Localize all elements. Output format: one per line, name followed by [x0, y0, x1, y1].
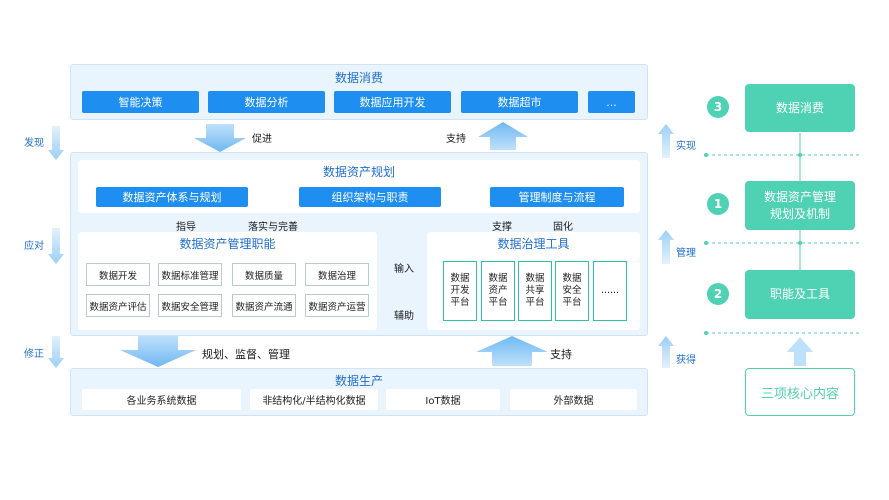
production-item[interactable]: 外部数据	[510, 389, 637, 410]
assist-label: 辅助	[394, 311, 414, 322]
support-link-label: 支撑	[492, 222, 512, 233]
tools-title: 数据治理工具	[497, 237, 570, 251]
realize-arrow	[658, 124, 674, 158]
respond-label: 应对	[24, 241, 44, 252]
solidify-label: 固化	[553, 222, 573, 233]
platform-dev[interactable]: 数据 开发 平台	[443, 261, 477, 321]
discover-arrow	[48, 126, 64, 160]
support-label-top: 支持	[446, 134, 466, 145]
support-arrow-bottom	[476, 336, 548, 366]
consumption-item-app-dev[interactable]: 数据应用开发	[334, 91, 451, 113]
production-title: 数据生产	[334, 374, 383, 388]
duty-item[interactable]: 数据资产评估	[86, 294, 150, 317]
platform-more[interactable]: ......	[593, 261, 627, 321]
realize-label: 实现	[676, 141, 696, 152]
duty-item[interactable]: 数据开发	[86, 263, 150, 286]
duty-title: 数据资产管理职能	[179, 237, 276, 251]
step-2-badge: 2	[707, 283, 729, 305]
step-1-badge: 1	[707, 193, 729, 215]
duty-item[interactable]: 数据资产运营	[305, 294, 369, 317]
core-content-box[interactable]: 三项核心内容	[745, 368, 855, 416]
function-tools-box[interactable]: 职能及工具	[745, 270, 855, 319]
planning-item-organization[interactable]: 组织架构与职责	[299, 187, 441, 207]
consumption-item-more[interactable]: ...	[588, 91, 635, 113]
consumption-item-analysis[interactable]: 数据分析	[208, 91, 325, 113]
manage-arrow	[658, 230, 674, 264]
guide-label: 指导	[176, 222, 196, 233]
platform-asset[interactable]: 数据 资产 平台	[481, 261, 515, 321]
manage-label: 管理	[676, 248, 696, 259]
step-3-badge: 3	[707, 96, 729, 118]
support-label-bottom: 支持	[550, 348, 572, 361]
planning-title: 数据资产规划	[322, 165, 395, 179]
obtain-label: 获得	[676, 355, 696, 366]
discover-label: 发现	[24, 138, 44, 149]
production-item[interactable]: 非结构化/半结构化数据	[250, 389, 378, 410]
duty-item[interactable]: 数据质量	[232, 263, 296, 286]
core-up-arrow	[787, 337, 813, 366]
promote-arrow	[194, 124, 246, 152]
production-item[interactable]: 各业务系统数据	[82, 389, 241, 410]
production-item[interactable]: IoT数据	[386, 389, 500, 410]
support-arrow-top	[478, 122, 528, 150]
platform-share[interactable]: 数据 共享 平台	[518, 261, 552, 321]
consumption-title: 数据消费	[334, 71, 383, 85]
consumption-item-market[interactable]: 数据超市	[461, 91, 578, 113]
plan-box[interactable]: 数据资产管理 规划及机制	[745, 181, 855, 230]
consumption-item-decision[interactable]: 智能决策	[82, 91, 199, 113]
planning-item-system[interactable]: 数据资产体系与规划	[96, 187, 248, 207]
promote-label: 促进	[252, 134, 272, 145]
obtain-arrow	[658, 336, 674, 368]
plan-label: 规划、监督、管理	[202, 348, 290, 361]
plan-arrow	[120, 336, 196, 367]
respond-arrow	[48, 228, 64, 264]
planning-item-policy[interactable]: 管理制度与流程	[490, 187, 624, 207]
correct-label: 修正	[24, 349, 44, 360]
duty-item[interactable]: 数据安全管理	[158, 294, 222, 317]
input-label: 输入	[394, 264, 414, 275]
duty-item[interactable]: 数据资产流通	[232, 294, 296, 317]
duty-item[interactable]: 数据标准管理	[158, 263, 222, 286]
platform-security[interactable]: 数据 安全 平台	[555, 261, 589, 321]
implement-label: 落实与完善	[248, 222, 298, 233]
consume-box[interactable]: 数据消费	[745, 84, 855, 132]
correct-arrow	[48, 336, 64, 368]
duty-item[interactable]: 数据治理	[305, 263, 369, 286]
